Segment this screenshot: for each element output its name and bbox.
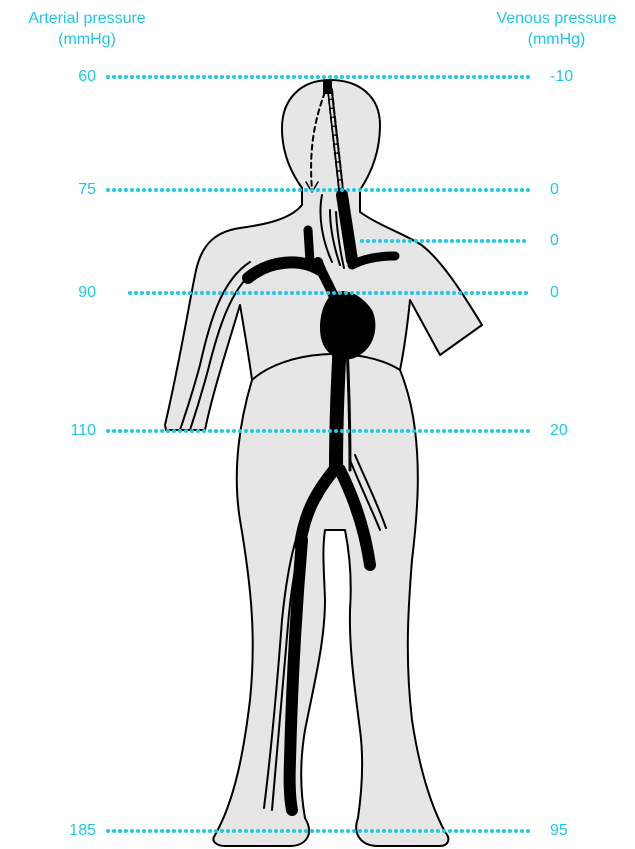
venous-feet-value: 95: [550, 822, 568, 840]
venous-neck-value: 0: [550, 181, 559, 199]
body-outline: [165, 80, 482, 846]
sagittal-sinus-block: [323, 80, 332, 94]
venous-heart-value: 0: [550, 284, 559, 302]
arterial-head-value: 60: [36, 68, 96, 86]
arterial-pelvis-value: 110: [36, 422, 96, 440]
venous-shoulder-value: 0: [550, 232, 559, 250]
venous-head-value: -10: [550, 68, 573, 86]
inferior-vena-cava: [336, 340, 340, 470]
arterial-feet-value: 185: [36, 822, 96, 840]
vertebral-vessel: [308, 230, 310, 262]
arterial-neck-value: 75: [36, 181, 96, 199]
body-silhouette: [165, 80, 482, 846]
arterial-heart-value: 90: [36, 284, 96, 302]
venous-pelvis-value: 20: [550, 422, 568, 440]
